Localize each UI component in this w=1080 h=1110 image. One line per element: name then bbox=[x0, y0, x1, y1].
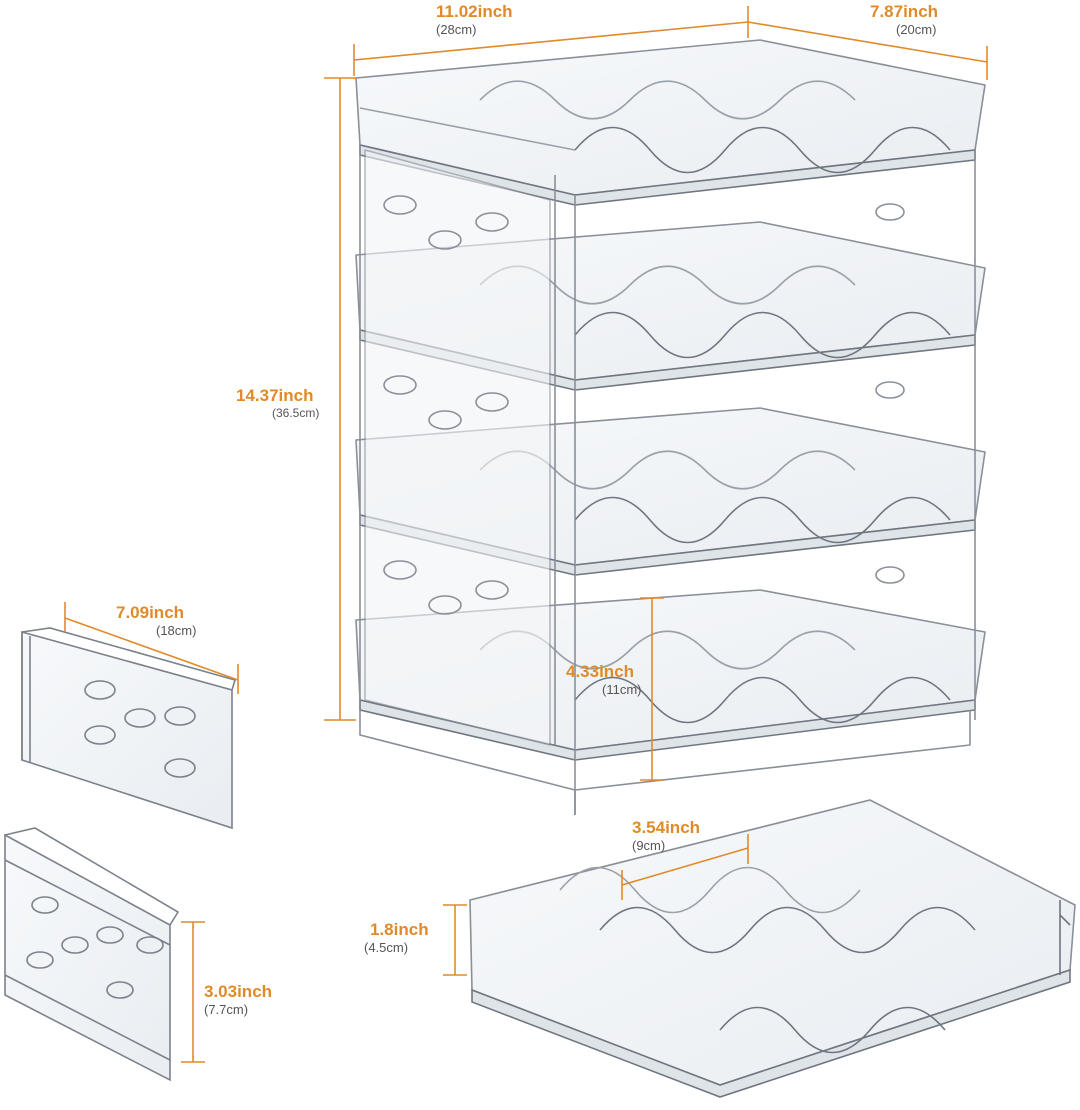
dimension-lines bbox=[64, 6, 988, 1063]
side-panel-piece-upper bbox=[21, 627, 237, 830]
tier-height-value: 4.33inch bbox=[566, 662, 635, 681]
tray-slot-width-label: 3.54inch (9cm) bbox=[632, 818, 700, 853]
top-depth-label: 7.87inch (20cm) bbox=[870, 2, 938, 37]
tier-height-label: 4.33inch (11cm) bbox=[566, 662, 641, 697]
height-label: 14.37inch (36.5cm) bbox=[236, 386, 319, 420]
tray-height-label: 1.8inch (4.5cm) bbox=[364, 920, 429, 955]
top-width-value: 11.02inch bbox=[436, 2, 513, 21]
top-depth-value: 7.87inch bbox=[870, 2, 939, 21]
top-width-label: 11.02inch (28cm) bbox=[436, 2, 513, 37]
tray-height-value: 1.8inch bbox=[370, 920, 429, 939]
top-width-metric: (28cm) bbox=[436, 22, 477, 37]
side-panel-width-metric: (18cm) bbox=[156, 623, 197, 638]
rack-side-panels bbox=[359, 145, 976, 815]
stacked-rack bbox=[355, 39, 986, 815]
side-panel-height-label: 3.03inch (7.7cm) bbox=[204, 982, 272, 1017]
tray-slot-width-value: 3.54inch bbox=[632, 818, 701, 837]
side-panel-width-value: 7.09inch bbox=[116, 603, 185, 622]
tray-height-metric: (4.5cm) bbox=[364, 940, 409, 955]
height-value: 14.37inch bbox=[236, 386, 314, 405]
side-panel-piece-lower bbox=[4, 827, 180, 1082]
side-panel-width-label: 7.09inch (18cm) bbox=[116, 603, 196, 638]
tier-height-metric: (11cm) bbox=[602, 682, 642, 697]
side-panel-height-value: 3.03inch bbox=[204, 982, 273, 1001]
height-metric: (36.5cm) bbox=[272, 406, 320, 420]
top-depth-metric: (20cm) bbox=[896, 22, 937, 37]
tray-slot-width-metric: (9cm) bbox=[632, 838, 666, 853]
single-tray-piece bbox=[469, 799, 1076, 1098]
side-panel-height-metric: (7.7cm) bbox=[204, 1002, 249, 1017]
